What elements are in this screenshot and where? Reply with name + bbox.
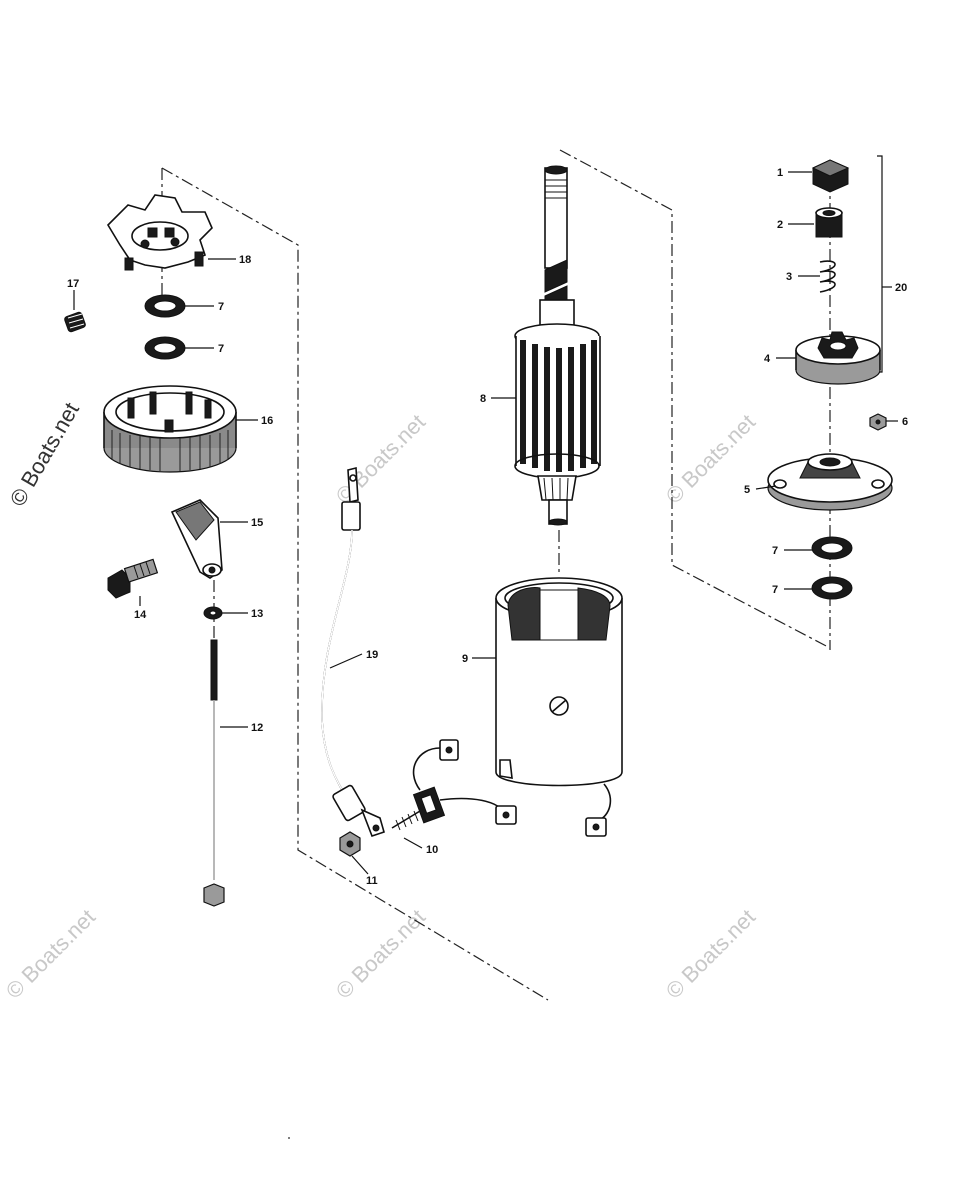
label-part-7-upper-right: 7 bbox=[772, 545, 778, 557]
label-part-13: 13 bbox=[251, 608, 263, 620]
label-part-6: 6 bbox=[902, 416, 908, 428]
label-part-12: 12 bbox=[251, 722, 263, 734]
part-7-washer-upper-left bbox=[144, 294, 186, 318]
part-11-nut bbox=[339, 831, 361, 857]
label-part-7-upper-left: 7 bbox=[218, 301, 224, 313]
watermark-1: © Boats.net bbox=[1, 904, 100, 1003]
part-7-washer-upper-right bbox=[811, 536, 853, 560]
part-5-drive-end-head bbox=[767, 453, 893, 511]
part-labels: 1 2 3 4 5 6 7 7 7 7 8 9 10 11 12 13 14 1… bbox=[67, 167, 908, 887]
watermark-6: © Boats.net bbox=[5, 398, 84, 510]
part-3-spring bbox=[819, 260, 836, 293]
stray-dot bbox=[288, 1137, 290, 1139]
part-17-spring bbox=[64, 311, 86, 333]
part-2-collar bbox=[815, 207, 843, 238]
part-4-pinion-drive bbox=[795, 331, 881, 385]
label-part-9: 9 bbox=[462, 653, 468, 665]
label-part-1: 1 bbox=[777, 167, 783, 179]
label-part-17: 17 bbox=[67, 278, 79, 290]
leader-lines bbox=[73, 171, 898, 875]
part-6-nut bbox=[869, 413, 887, 431]
part-12-through-bolt bbox=[203, 639, 225, 907]
part-8-armature bbox=[514, 165, 601, 526]
part-16-end-housing bbox=[103, 385, 237, 473]
part-10-terminal-brush bbox=[391, 739, 517, 831]
label-part-7-lower-right: 7 bbox=[772, 584, 778, 596]
label-part-4: 4 bbox=[764, 353, 771, 365]
part-15-bracket bbox=[170, 499, 223, 579]
label-part-11: 11 bbox=[366, 875, 378, 887]
watermark-group: © Boats.net © Boats.net © Boats.net © Bo… bbox=[1, 398, 760, 1003]
part-1-nut bbox=[811, 159, 850, 193]
watermark-3: © Boats.net bbox=[661, 904, 760, 1003]
label-part-8: 8 bbox=[480, 393, 486, 405]
label-part-19: 19 bbox=[366, 649, 378, 661]
label-part-2: 2 bbox=[777, 219, 783, 231]
label-part-20: 20 bbox=[895, 282, 907, 294]
part-7-washer-lower-left bbox=[144, 336, 186, 360]
assembly-lines bbox=[161, 149, 883, 1001]
watermark-2: © Boats.net bbox=[331, 904, 430, 1003]
label-part-5: 5 bbox=[744, 484, 750, 496]
part-14-bolt bbox=[107, 558, 159, 599]
label-part-10: 10 bbox=[426, 844, 438, 856]
label-part-14: 14 bbox=[134, 609, 147, 621]
part-7-washer-lower-right bbox=[811, 576, 853, 600]
part-18-brush-plate bbox=[106, 194, 213, 271]
part-13-nut bbox=[203, 606, 223, 620]
label-part-16: 16 bbox=[261, 415, 273, 427]
label-part-7-lower-left: 7 bbox=[218, 343, 224, 355]
part-19-lead-wire bbox=[321, 466, 385, 838]
part-9-field-frame bbox=[495, 577, 623, 837]
label-part-3: 3 bbox=[786, 271, 792, 283]
label-part-15: 15 bbox=[251, 517, 263, 529]
label-part-18: 18 bbox=[239, 254, 251, 266]
watermark-4: © Boats.net bbox=[331, 409, 430, 508]
